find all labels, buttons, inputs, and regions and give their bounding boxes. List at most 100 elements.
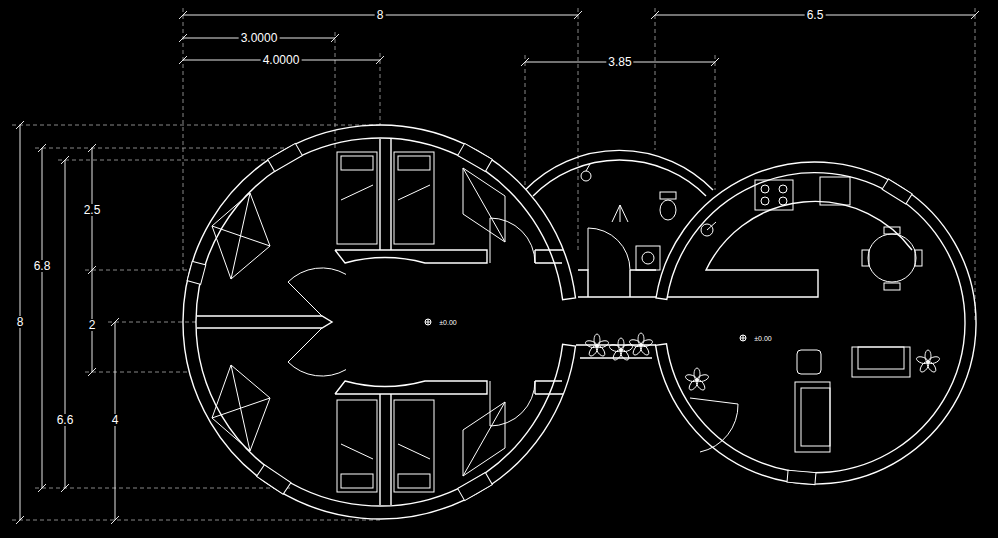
bed xyxy=(394,400,434,492)
pillow xyxy=(341,156,373,170)
level-marker xyxy=(740,335,746,341)
armchair-seat xyxy=(801,388,830,446)
partition-wall xyxy=(197,316,332,328)
bathroom-wall xyxy=(578,270,656,297)
walls xyxy=(183,125,976,519)
left-circle-wall xyxy=(183,125,576,519)
shower-drain xyxy=(586,164,590,171)
dimension-value: 3.0000 xyxy=(239,32,280,44)
window xyxy=(458,143,493,171)
bed-fold xyxy=(398,185,430,200)
extension-line xyxy=(35,148,300,149)
dimension-value: 3.85 xyxy=(606,56,633,68)
door-swing xyxy=(490,381,535,426)
level-marker xyxy=(740,335,746,341)
toilet-bowl xyxy=(660,200,676,220)
dimension-value: 6.5 xyxy=(805,9,826,21)
extension-line xyxy=(578,8,579,250)
dimension-value: 4.0000 xyxy=(261,54,302,66)
partition-wall xyxy=(380,139,391,250)
level-mark: ±0.00 xyxy=(438,319,457,326)
plant xyxy=(916,350,941,373)
shower-drain xyxy=(581,171,591,181)
door-swing xyxy=(490,218,535,263)
fridge xyxy=(820,177,850,205)
burner xyxy=(779,197,787,205)
pillow xyxy=(341,474,373,488)
plants xyxy=(585,333,941,391)
burner xyxy=(761,185,769,193)
toilet-tank xyxy=(660,192,676,199)
dimension-value: 2.5 xyxy=(82,204,103,216)
extension-line xyxy=(35,488,290,489)
middle-circle-wall xyxy=(526,150,713,196)
window xyxy=(458,472,493,500)
washbasin xyxy=(636,246,660,270)
extension-line xyxy=(655,8,656,150)
dimension-lines xyxy=(16,11,979,524)
extension-lines xyxy=(12,8,975,520)
window xyxy=(268,143,303,171)
plant xyxy=(585,334,610,357)
vent-arrow xyxy=(612,205,628,222)
bed xyxy=(394,152,434,244)
level-marker xyxy=(425,319,431,325)
extension-line xyxy=(12,520,380,521)
doors xyxy=(288,218,738,452)
extension-line xyxy=(183,8,184,270)
level-mark: ±0.00 xyxy=(753,335,772,342)
kitchen-counter xyxy=(667,201,912,297)
extension-line xyxy=(380,53,381,125)
bed-fold xyxy=(398,444,430,459)
partition-wall xyxy=(335,381,487,394)
bed xyxy=(337,152,377,244)
wardrobe xyxy=(463,402,505,476)
burner xyxy=(779,185,787,193)
bed-frame xyxy=(337,400,377,492)
level-marker xyxy=(425,319,431,325)
pillow xyxy=(398,156,430,170)
right-circle-wall xyxy=(656,162,976,484)
dimension-value: 6.8 xyxy=(32,260,53,272)
door-swing xyxy=(588,228,630,270)
window xyxy=(882,179,912,204)
dimension-value: 2 xyxy=(87,319,98,331)
extension-line xyxy=(715,55,716,190)
chair xyxy=(862,250,869,266)
wardrobe xyxy=(212,193,270,279)
door-swing xyxy=(288,328,346,376)
dimension-line xyxy=(88,144,96,376)
sofa-seat xyxy=(858,347,904,369)
plant xyxy=(629,333,654,356)
door-swing xyxy=(288,268,346,316)
partition-wall xyxy=(380,394,391,505)
chair xyxy=(915,250,922,266)
wardrobe xyxy=(463,168,505,242)
bed-frame xyxy=(394,400,434,492)
extension-line xyxy=(525,55,526,185)
chair xyxy=(884,227,900,234)
dimension-value: 6.6 xyxy=(55,414,76,426)
extension-line xyxy=(85,270,190,271)
wardrobe xyxy=(212,365,270,451)
dining-table xyxy=(868,234,916,282)
washbasin-bowl xyxy=(642,252,654,264)
side-table xyxy=(797,350,821,374)
dimension-line xyxy=(61,156,69,492)
windows xyxy=(187,143,912,500)
extension-line xyxy=(335,32,336,150)
window xyxy=(257,465,291,495)
stove xyxy=(755,180,793,210)
dimension-value: 4 xyxy=(110,414,121,426)
chair xyxy=(884,283,900,290)
window xyxy=(187,261,206,284)
door-swing xyxy=(690,398,738,452)
pillow xyxy=(398,474,430,488)
dimension-value: 8 xyxy=(15,316,26,328)
bed-fold xyxy=(341,444,373,459)
extension-line xyxy=(58,160,290,161)
partition-wall xyxy=(535,250,563,263)
